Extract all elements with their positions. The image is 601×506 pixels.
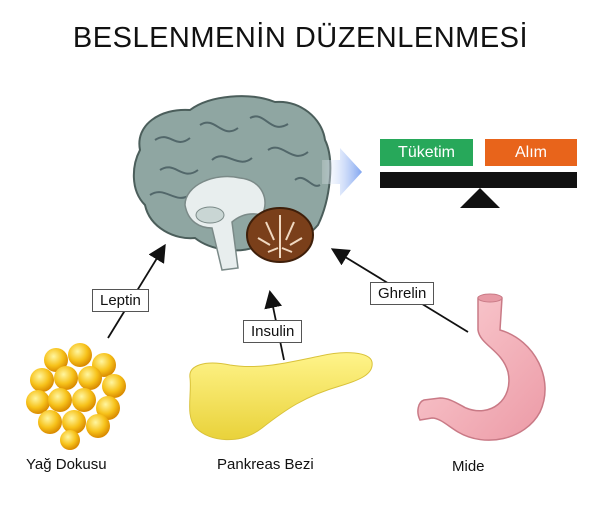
cerebellum-icon xyxy=(246,207,314,263)
leptin-label: Leptin xyxy=(92,289,149,312)
stomach-icon xyxy=(417,293,546,441)
ghrelin-label: Ghrelin xyxy=(370,282,435,305)
stomach-label: Mide xyxy=(452,458,485,475)
balance-right-label: Alım xyxy=(485,139,577,166)
balance-left-label: Tüketim xyxy=(380,139,473,166)
brain-to-balance-arrow xyxy=(322,148,362,196)
page-title: BESLENMENİN DÜZENLENMESİ xyxy=(72,22,529,54)
pancreas-icon xyxy=(189,352,373,441)
fat-tissue-icon xyxy=(26,343,126,450)
brain-icon xyxy=(132,95,332,271)
pancreas-label: Pankreas Bezi xyxy=(217,456,314,473)
fat-tissue-label: Yağ Dokusu xyxy=(26,456,107,473)
balance-scale-icon xyxy=(380,172,577,208)
insulin-label: Insulin xyxy=(243,320,303,343)
